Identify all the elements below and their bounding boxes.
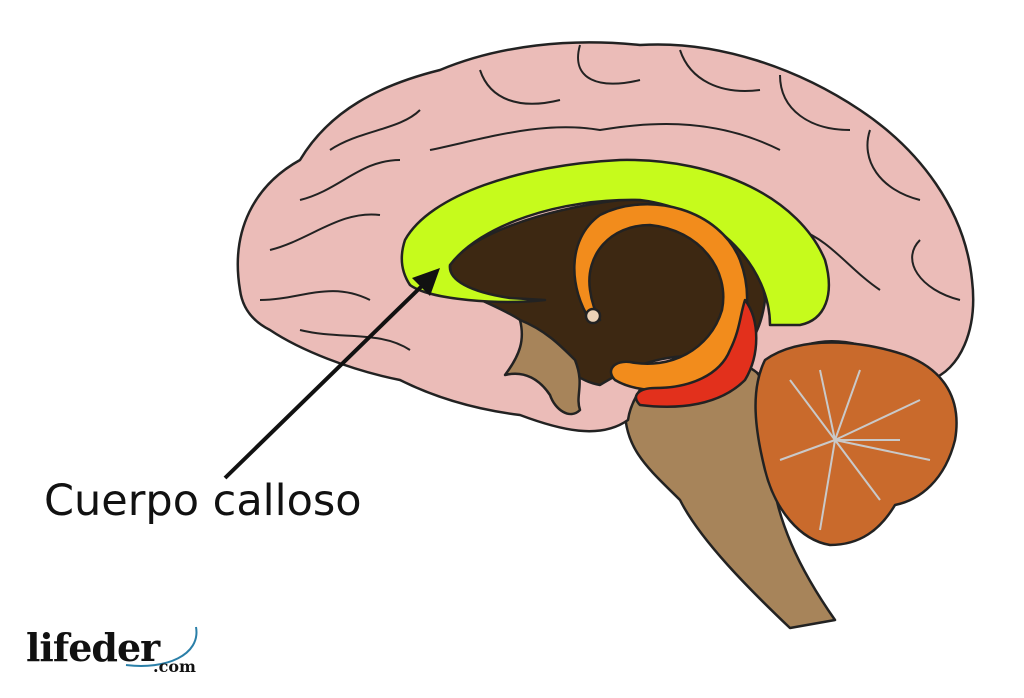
fornix <box>573 202 749 392</box>
pointer-arrow <box>223 268 440 480</box>
mammillary-body <box>584 307 602 325</box>
logo-suffix: .com <box>153 657 196 676</box>
structure-label: Cuerpo calloso <box>44 476 362 526</box>
gyri-lines <box>259 44 961 351</box>
lifeder-logo: lifeder .com <box>26 625 198 676</box>
logo-text: lifeder <box>26 625 160 670</box>
logo-swoosh-icon <box>125 626 198 667</box>
hypothalamus <box>503 318 582 416</box>
arbor-vitae <box>779 369 931 531</box>
red-structure <box>634 298 758 408</box>
